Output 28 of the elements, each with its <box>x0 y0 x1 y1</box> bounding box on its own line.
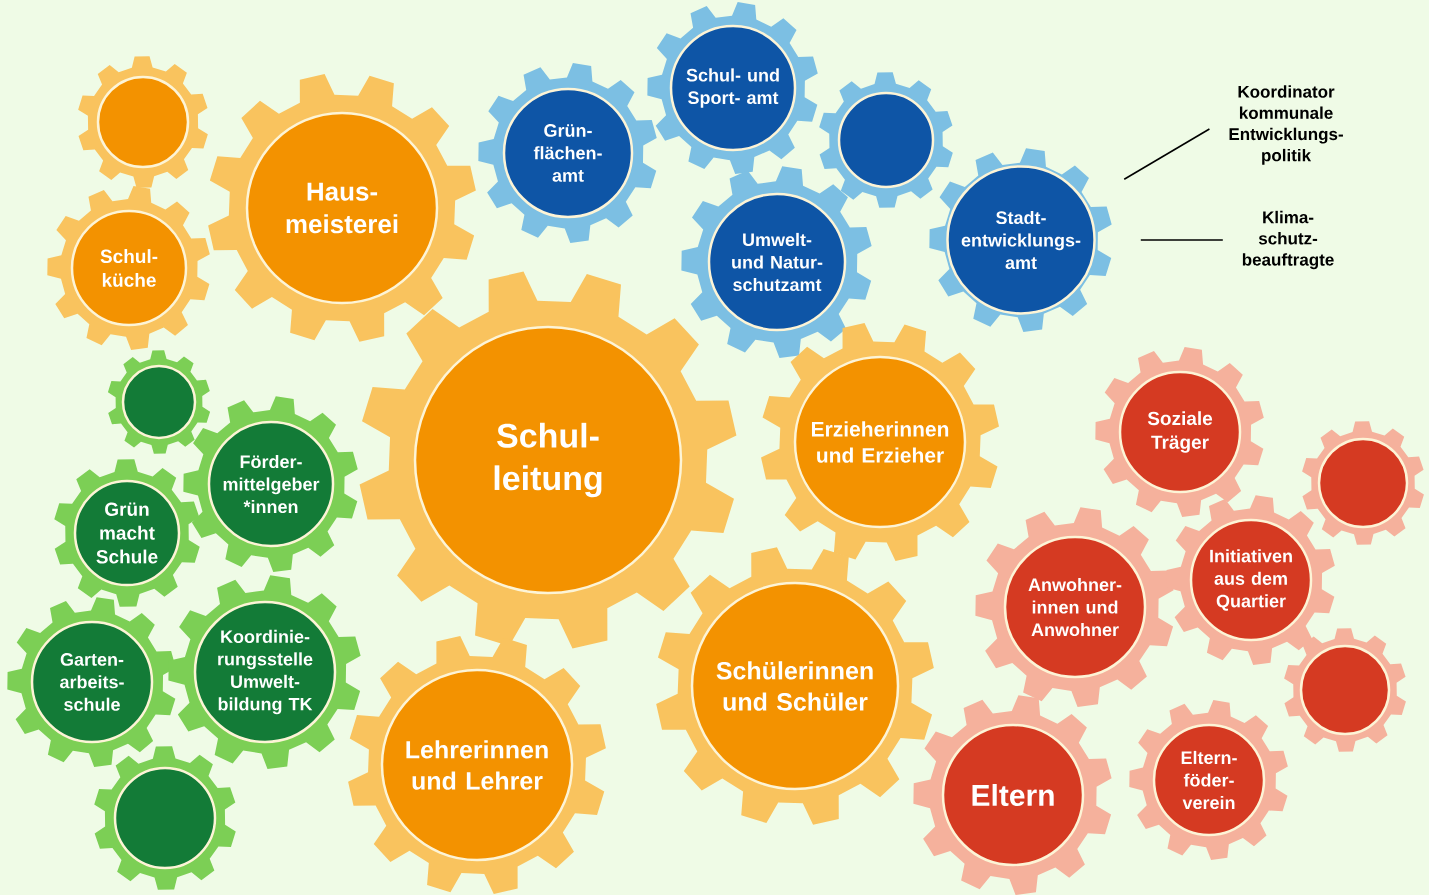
gear: Lehrerinnen und Lehrer <box>348 636 606 894</box>
gear: Grün macht Schule <box>54 459 200 607</box>
gear-icon <box>1284 628 1406 752</box>
leader-line <box>1123 128 1211 180</box>
gear: Soziale Träger <box>1095 347 1264 517</box>
leader-line <box>1140 239 1224 241</box>
gear: Umwelt- und Natur- schutzamt <box>681 166 872 358</box>
gear: Koordinie- rungsstelle Umwelt- bildung TK <box>168 575 361 769</box>
gear-icon <box>78 56 208 188</box>
gear: Schülerinnen und Schüler <box>656 547 934 825</box>
gear: Initiativen aus dem Quartier <box>1166 495 1335 665</box>
gear: Erzieherinnen und Erzieher <box>761 323 999 561</box>
gear: Eltern <box>913 695 1112 895</box>
gear: Anwohner- innen und Anwohner <box>975 507 1174 707</box>
gear-icon <box>107 350 211 454</box>
gear: Haus- meisterei <box>208 74 476 342</box>
gear: Garten- arbeits- schule <box>7 597 176 767</box>
gear: Förder- mittelgeber *innen <box>183 396 358 572</box>
gear: Schul- küche <box>47 186 210 350</box>
gear-icon <box>94 746 236 890</box>
gear-icon <box>1302 421 1424 545</box>
gear: Eltern- föder- verein <box>1129 700 1288 860</box>
gear: Stadt- entwicklungs- amt <box>929 148 1112 332</box>
gear-icon <box>819 72 953 208</box>
note-text: Klima- schutz- beauftragte <box>1242 210 1334 270</box>
gear: Grün- flächen- amt <box>478 63 657 243</box>
gear: Schul- und Sport- amt <box>647 2 818 174</box>
note-text: Koordinator kommunale Entwicklungs- politik <box>1229 85 1343 165</box>
